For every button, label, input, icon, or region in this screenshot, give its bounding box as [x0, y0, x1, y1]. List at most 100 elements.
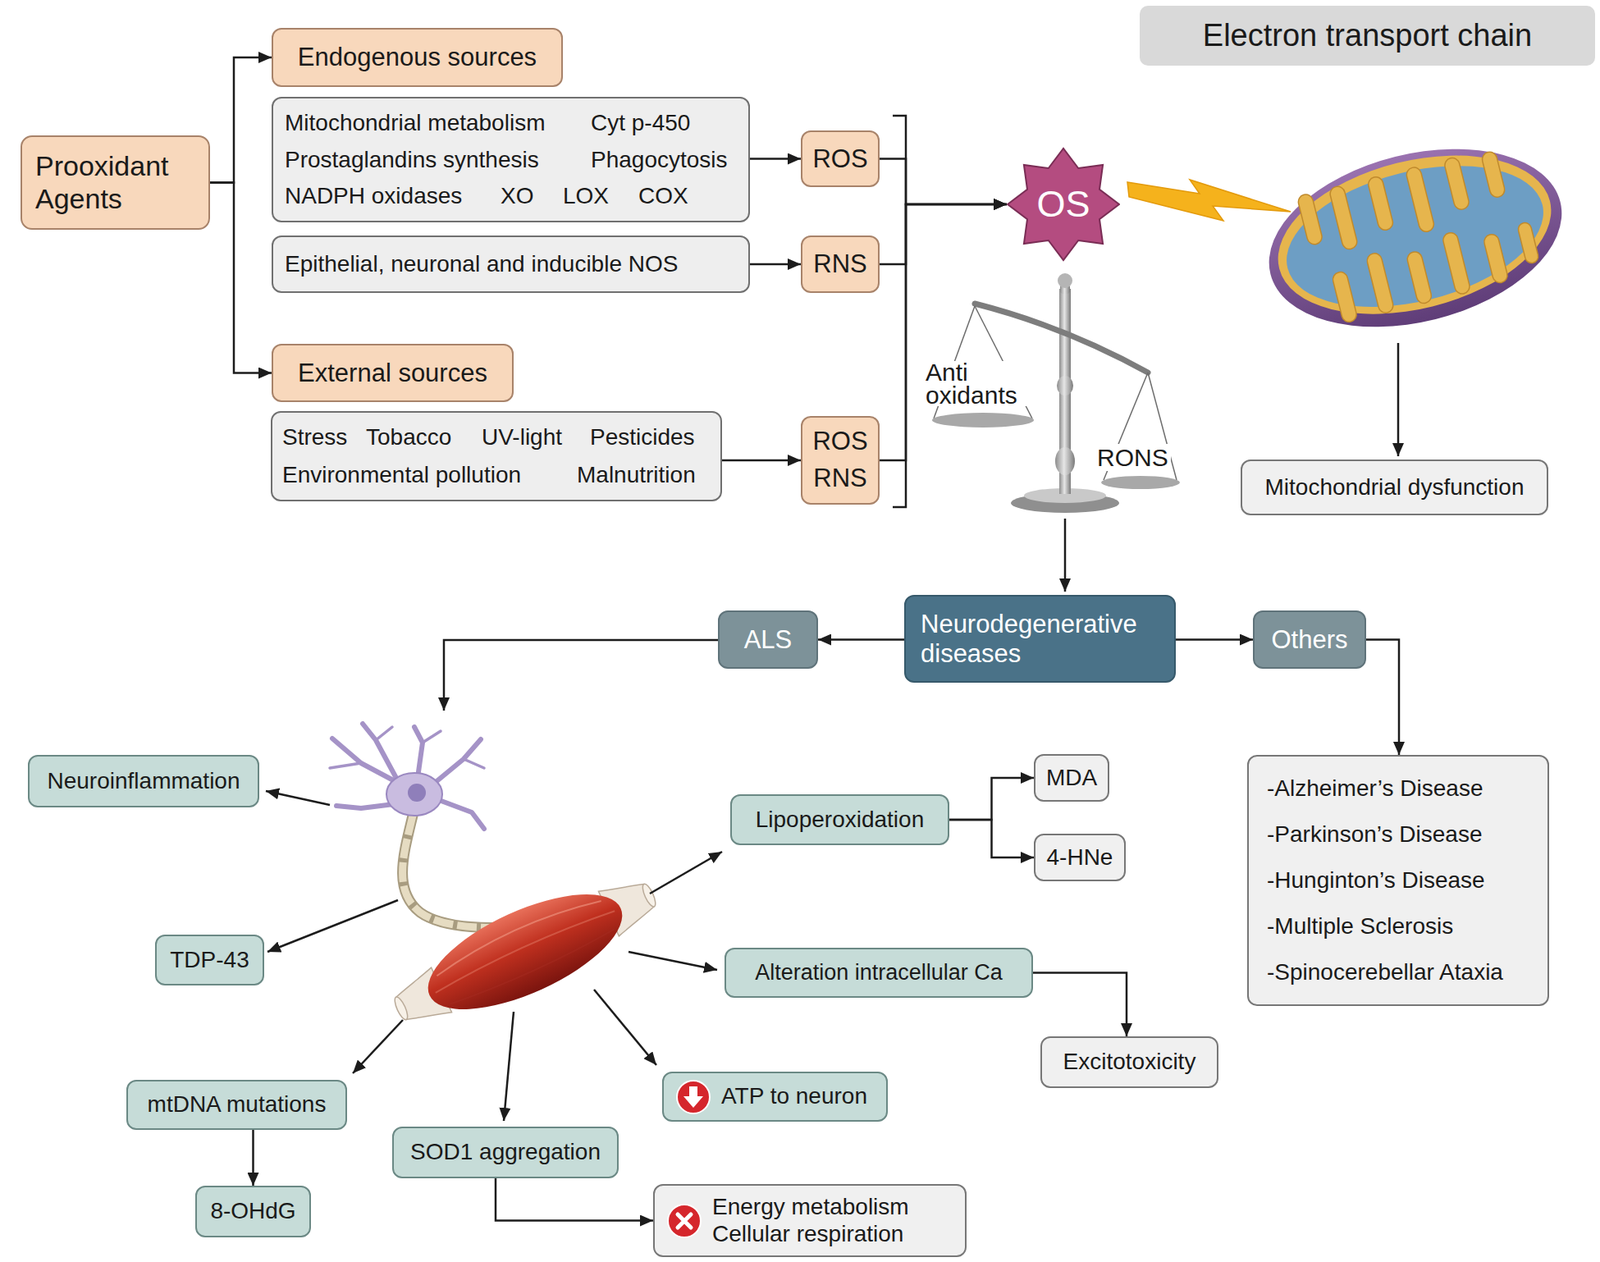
node-text: Alteration intracellular Ca: [754, 960, 1003, 986]
mitochondrion-illustration: [1441, 231, 1472, 296]
neuron-illustration: [362, 723, 398, 782]
mitochondrion-illustration: [1250, 120, 1582, 356]
mitochondrion-illustration: [1261, 129, 1568, 341]
node-text: MDA: [1046, 764, 1098, 791]
node-text: ROS: [812, 144, 868, 174]
disease-list: -Alzheimer’s Disease-Parkinson’s Disease…: [1247, 754, 1550, 1006]
neuron-illustration: [329, 723, 485, 829]
node-text: Others: [1270, 625, 1348, 655]
node-text: -Multiple Sclerosis: [1266, 903, 1454, 950]
neuron-nucleus: [407, 783, 426, 802]
source-header: External sources: [271, 343, 514, 403]
disease-box: Neurodegenerative diseases: [904, 594, 1176, 683]
node-text: -Alzheimer’s Disease: [1266, 765, 1484, 812]
mechanism-box: Neuroinflammation: [27, 754, 260, 808]
node-text: Phagocytosis: [590, 146, 728, 174]
node-text: Prooxidant Agents: [35, 150, 196, 215]
node-text: Excitotoxicity: [1063, 1048, 1197, 1075]
node-text: Electron transport chain: [1202, 18, 1532, 55]
muscle-illustration: [433, 906, 615, 993]
node-text: -Parkinson’s Disease: [1266, 811, 1483, 858]
connector-arrow: [749, 157, 801, 160]
marker-box: 4-HNe: [1033, 833, 1126, 882]
node-text: Energy metabolism Cellular respiration: [712, 1193, 951, 1247]
node-text: Lipoperoxidation: [755, 806, 925, 833]
node-text: mtDNA mutations: [147, 1091, 327, 1118]
node-text: Mitochondrial metabolism: [284, 109, 545, 137]
muscle-illustration: [392, 995, 411, 1021]
connector-arrow: [1033, 973, 1127, 1038]
connector-arrow: [879, 159, 1007, 206]
node-text: Environmental pollution: [282, 461, 522, 489]
balance-scale: [1056, 375, 1074, 396]
connector-arrow: [210, 57, 272, 183]
source-list: Mitochondrial metabolismCyt p-450Prostag…: [271, 96, 750, 223]
mechanism-box: TDP-43: [155, 934, 265, 986]
leader-arrow: [352, 1019, 403, 1074]
node-text: ALS: [744, 625, 793, 655]
node-text: SOD1 aggregation: [410, 1138, 601, 1166]
neuron-illustration: [438, 800, 485, 829]
outcome-box: Mitochondrial dysfunction: [1240, 459, 1549, 516]
mitochondrion-illustration: [1365, 251, 1395, 315]
connector-arrow: [879, 204, 1007, 461]
status-icon: [676, 1080, 710, 1114]
node-text: Neurodegenerative diseases: [920, 609, 1160, 668]
marker-box: MDA: [1033, 754, 1110, 802]
leader-arrow: [594, 989, 657, 1066]
status-icon: [667, 1204, 701, 1238]
node-text: RNS: [813, 460, 867, 498]
mitochondrion-illustration: [1250, 120, 1582, 356]
connector-arrow: [949, 819, 1034, 858]
node-text: ATP to neuron: [721, 1083, 868, 1110]
muscle-illustration: [640, 882, 659, 908]
scale-label: Anti oxidants: [923, 361, 1052, 407]
mitochondrion-illustration: [1482, 233, 1509, 285]
node-text: TDP-43: [169, 946, 249, 974]
mitochondrion-illustration: [1271, 141, 1559, 332]
leader-arrow: [503, 1011, 514, 1121]
neuron-illustration: [422, 731, 441, 743]
node-text: -Spinocerebellar Ataxia: [1266, 949, 1504, 996]
species-box: RNS: [800, 235, 880, 293]
leader-arrow: [649, 851, 723, 894]
node-text: ROS: [812, 423, 868, 461]
disease-branch: Others: [1252, 610, 1367, 669]
node-text: Epithelial, neuronal and inducible NOS: [284, 251, 678, 278]
mechanism-box: ATP to neuron: [662, 1071, 888, 1122]
mitochondrion-illustration: [1331, 270, 1358, 325]
node-text: External sources: [297, 358, 488, 389]
leader-arrow: [265, 790, 330, 805]
marker-box: 8-OHdG: [195, 1185, 311, 1238]
species-box: ROSRNS: [800, 416, 880, 505]
node-text: XO: [500, 182, 534, 210]
connector-arrow: [251, 1129, 255, 1186]
muscle-illustration: [380, 856, 671, 1048]
mechanism-box: SOD1 aggregation: [392, 1126, 619, 1179]
node-text: NADPH oxidases: [284, 182, 462, 210]
outcome-box: Energy metabolism Cellular respiration: [653, 1184, 967, 1258]
leader-arrow: [443, 640, 718, 711]
node-text: 8-OHdG: [210, 1197, 296, 1225]
muscle-illustration: [433, 892, 602, 976]
neuron-illustration: [463, 758, 485, 768]
disease-branch: ALS: [717, 610, 819, 669]
node-text: OS: [1036, 182, 1090, 226]
connector-arrow: [879, 204, 1007, 265]
scale-label: RONS: [1094, 443, 1171, 471]
node-text: Endogenous sources: [297, 42, 537, 73]
node-text: Prostaglandins synthesis: [284, 146, 540, 174]
muscle-illustration: [449, 929, 616, 1009]
leader-arrow: [267, 900, 398, 952]
source-header: Endogenous sources: [271, 27, 563, 87]
status-icon: [677, 1214, 691, 1228]
mitochondrion-illustration: [1404, 165, 1436, 234]
star-shape: [1007, 148, 1120, 261]
node-text: COX: [638, 182, 689, 210]
node-text: -Hunginton’s Disease: [1266, 857, 1486, 904]
connector-arrow: [749, 263, 801, 266]
balance-scale: [1101, 475, 1180, 490]
balance-scale: [1057, 273, 1073, 288]
connector-arrow: [722, 459, 801, 462]
node-text: Pesticides: [589, 424, 695, 451]
